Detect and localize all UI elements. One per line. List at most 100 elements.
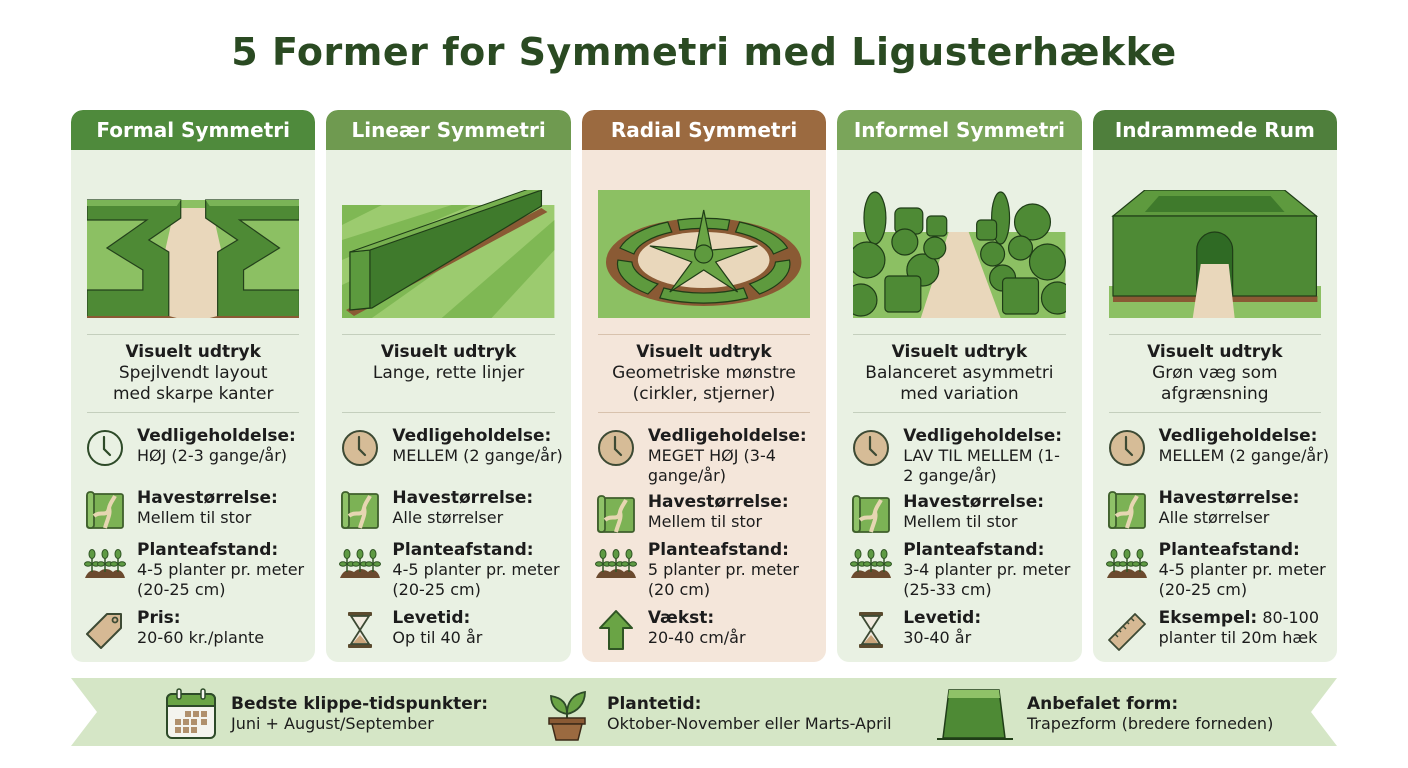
attr-plant-spacing: Planteafstand:3-4 planter pr. meter (25-…: [849, 540, 1077, 600]
divider: [853, 334, 1066, 335]
clock-icon: [849, 426, 893, 470]
divider: [597, 334, 811, 335]
attr-example: Eksempel: 80-100 planter til 20m hæk: [1105, 608, 1333, 652]
seedlings-icon: [338, 540, 382, 584]
clock-icon: [338, 426, 382, 470]
page-title: 5 Former for Symmetri med Ligusterhække: [231, 30, 1177, 74]
attr-label: Levetid:: [392, 608, 471, 628]
attr-value: 4-5 planter pr. meter (20-25 cm): [137, 560, 305, 599]
seedlings-icon: [1105, 540, 1149, 584]
visual-expression: Visuelt udtryk Lange, rette linjer: [334, 342, 562, 384]
visual-text: Lange, rette linjer: [372, 363, 525, 383]
attr-label: Levetid:: [903, 608, 982, 628]
visual-expression: Visuelt udtryk Geometriske mønstre (cirk…: [590, 342, 818, 405]
attr-label: Planteafstand:: [647, 540, 789, 560]
visual-expression: Visuelt udtryk Balanceret asymmetri med …: [845, 342, 1073, 405]
attr-value: Mellem til stor: [137, 508, 252, 527]
banner-value: Trapezform (bredere forneden): [1027, 714, 1274, 733]
attr-price: Pris:20-60 kr./plante: [83, 608, 311, 652]
clock-icon: [1105, 426, 1149, 470]
hourglass-icon: [338, 608, 382, 652]
attr-plant-spacing: Planteafstand:4-5 planter pr. meter (20-…: [338, 540, 566, 600]
seedlings-icon: [594, 540, 638, 584]
visual-expression: Visuelt udtryk Spejlvendt layout med ska…: [79, 342, 307, 405]
garden-map-icon: [594, 492, 638, 536]
attr-value: 20-40 cm/år: [647, 628, 746, 647]
attr-label: Vedligeholdelse:: [903, 426, 1063, 446]
informal-shrub-garden-illustration: [853, 190, 1066, 318]
divider: [1108, 334, 1322, 335]
trapezoid-hedge-icon: [935, 686, 1015, 742]
attr-label: Havestørrelse:: [137, 488, 278, 508]
visual-text: Grøn væg som afgrænsning: [1152, 363, 1278, 404]
attr-value: 5 planter pr. meter (20 cm): [647, 560, 799, 599]
attr-label: Planteafstand:: [1158, 540, 1300, 560]
card-linear-symmetri: Lineær Symmetri Visuelt udtryk Lange, re…: [326, 110, 571, 662]
attr-maintenance: Vedligeholdelse:LAV TIL MELLEM (1-2 gang…: [849, 426, 1077, 486]
attr-value: Mellem til stor: [903, 512, 1018, 531]
divider: [342, 334, 555, 335]
banner-item-recommended-shape: Anbefalet form:Trapezform (bredere forne…: [935, 686, 1273, 742]
card-header: Informel Symmetri: [837, 110, 1082, 150]
card-header: Formal Symmetri: [71, 110, 316, 150]
attr-label: Vedligeholdelse:: [137, 426, 296, 446]
card-informel-symmetri: Informel Symmetri: [837, 110, 1082, 662]
banner-label: Anbefalet form:: [1027, 694, 1179, 714]
attr-value: 20-60 kr./plante: [137, 628, 265, 647]
attr-label: Pris:: [137, 608, 181, 628]
attr-label: Havestørrelse:: [647, 492, 789, 512]
tips-banner: Bedste klippe-tidspunkter:Juni + August/…: [71, 678, 1337, 746]
divider: [597, 412, 811, 413]
attr-label: Vedligeholdelse:: [392, 426, 552, 446]
garden-map-icon: [1105, 488, 1149, 532]
ruler-icon: [1105, 608, 1149, 652]
attr-label: Eksempel:: [1158, 608, 1258, 628]
banner-item-planting-time: Plantetid:Oktober-November eller Marts-A…: [539, 686, 892, 742]
banner-item-pruning: Bedste klippe-tidspunkter:Juni + August/…: [163, 686, 488, 742]
radial-star-hedge-illustration: [597, 190, 811, 318]
attr-lifespan: Levetid:30-40 år: [849, 608, 1077, 652]
attr-value: 4-5 planter pr. meter (20-25 cm): [1158, 560, 1326, 599]
attr-value: HØJ (2-3 gange/år): [137, 446, 288, 465]
growth-arrow-icon: [594, 608, 638, 652]
garden-map-icon: [338, 488, 382, 532]
attr-value: 80-100 planter til 20m hæk: [1158, 608, 1319, 647]
visual-heading: Visuelt udtryk: [125, 342, 261, 362]
visual-heading: Visuelt udtryk: [1147, 342, 1283, 362]
framed-hedge-room-illustration: [1108, 190, 1322, 318]
attr-value: Mellem til stor: [647, 512, 763, 531]
attr-value: Op til 40 år: [392, 628, 483, 647]
price-tag-icon: [83, 608, 127, 652]
attr-growth: Vækst:20-40 cm/år: [594, 608, 822, 652]
card-header: Radial Symmetri: [581, 110, 827, 150]
garden-map-icon: [83, 488, 127, 532]
calendar-icon: [163, 686, 219, 742]
banner-label: Plantetid:: [607, 694, 702, 714]
attr-value: MEGET HØJ (3-4 gange/år): [647, 446, 776, 485]
visual-expression: Visuelt udtryk Grøn væg som afgrænsning: [1101, 342, 1329, 405]
symmetry-cards: Formal Symmetri Visuelt udtryk Spejlvend…: [71, 110, 1338, 662]
attr-maintenance: Vedligeholdelse:MELLEM (2 gange/år): [1105, 426, 1333, 470]
attr-value: Alle størrelser: [1158, 508, 1270, 527]
divider: [87, 334, 300, 335]
card-header: Indrammede Rum: [1092, 110, 1338, 150]
visual-text: Spejlvendt layout med skarpe kanter: [112, 363, 274, 404]
attr-value: 30-40 år: [903, 628, 972, 647]
clock-icon: [594, 426, 638, 470]
visual-text: Balanceret asymmetri med variation: [865, 363, 1054, 404]
attr-garden-size: Havestørrelse:Alle størrelser: [1105, 488, 1333, 532]
seedlings-icon: [849, 540, 893, 584]
mirrored-hedge-maze-illustration: [87, 190, 300, 318]
card-indrammede-rum: Indrammede Rum Visuelt udtryk Grøn væg s…: [1092, 110, 1338, 662]
attr-label: Planteafstand:: [392, 540, 534, 560]
attr-plant-spacing: Planteafstand:5 planter pr. meter (20 cm…: [594, 540, 822, 600]
attr-plant-spacing: Planteafstand:4-5 planter pr. meter (20-…: [1105, 540, 1333, 600]
attr-plant-spacing: Planteafstand:4-5 planter pr. meter (20-…: [83, 540, 311, 600]
long-straight-hedge-illustration: [342, 190, 555, 318]
attr-value: 4-5 planter pr. meter (20-25 cm): [392, 560, 560, 599]
attr-label: Vedligeholdelse:: [647, 426, 807, 446]
attr-label: Vækst:: [647, 608, 715, 628]
hourglass-icon: [849, 608, 893, 652]
divider: [342, 412, 555, 413]
visual-heading: Visuelt udtryk: [636, 342, 772, 362]
